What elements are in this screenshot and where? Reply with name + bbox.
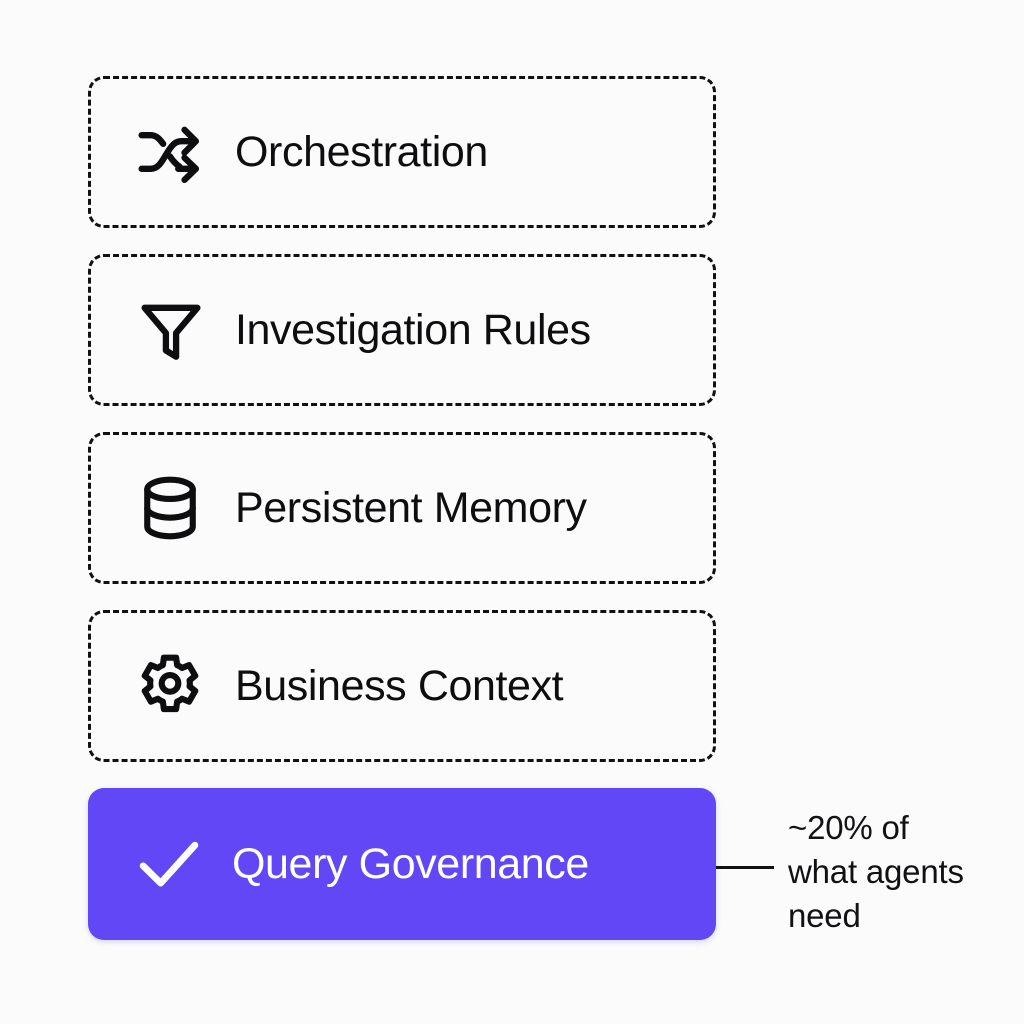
card-orchestration[interactable]: Orchestration [88, 76, 716, 228]
annotation-connector-line [716, 866, 774, 869]
card-business-context[interactable]: Business Context [88, 610, 716, 762]
card-label: Persistent Memory [235, 483, 587, 532]
gear-icon [135, 651, 221, 721]
card-query-governance[interactable]: Query Governance [88, 788, 716, 940]
card-label: Query Governance [232, 839, 589, 888]
card-label: Investigation Rules [235, 305, 591, 354]
capability-card-stack: Orchestration Investigation Rules Persis… [88, 76, 716, 966]
shuffle-icon [135, 116, 221, 188]
check-icon [132, 827, 218, 901]
annotation-label: ~20% of what agents need [788, 806, 1003, 938]
card-label: Orchestration [235, 127, 488, 176]
annotation-line-3: need [788, 897, 861, 934]
card-persistent-memory[interactable]: Persistent Memory [88, 432, 716, 584]
card-investigation-rules[interactable]: Investigation Rules [88, 254, 716, 406]
funnel-filter-icon [135, 294, 221, 366]
card-label: Business Context [235, 661, 564, 710]
annotation-line-1: ~20% of [788, 809, 909, 846]
database-icon [135, 473, 221, 543]
annotation-line-2: what agents [788, 853, 964, 890]
